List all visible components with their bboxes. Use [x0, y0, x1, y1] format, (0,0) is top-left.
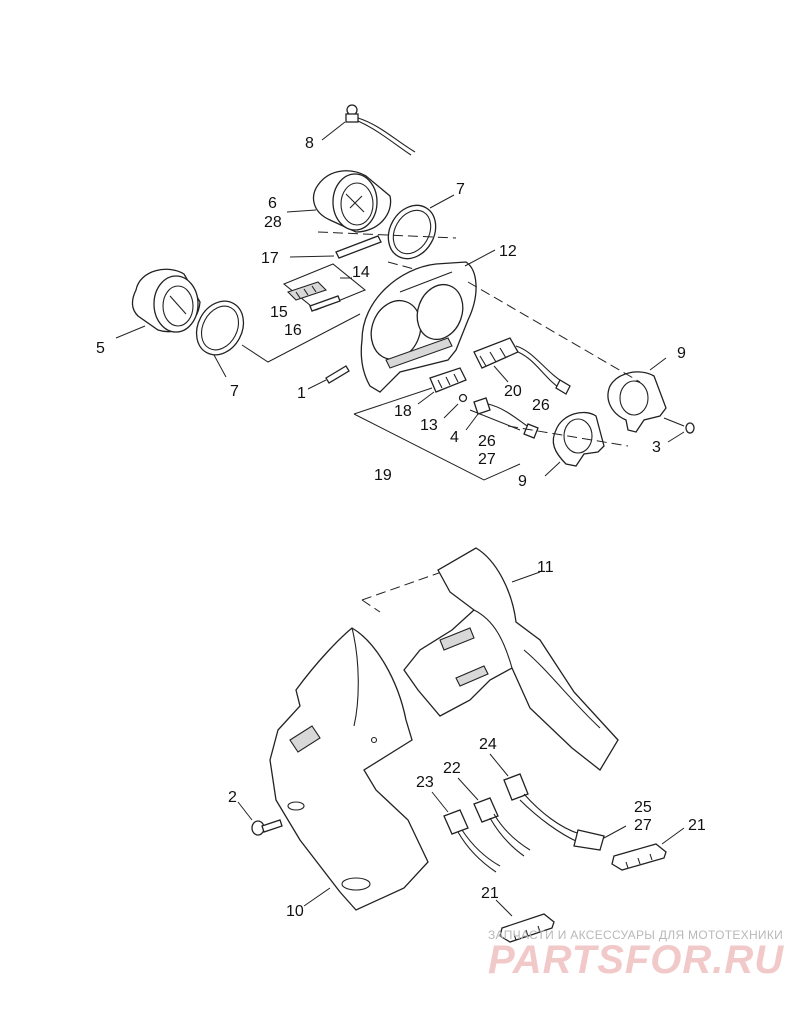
part-9-bracket-upper — [607, 357, 667, 433]
dashed-leader — [387, 261, 441, 277]
callout-8: 8 — [305, 135, 314, 152]
dashed-leader — [467, 281, 641, 383]
callout-13: 13 — [420, 417, 438, 434]
callout-12: 12 — [499, 243, 517, 260]
part-7-ring-upper — [387, 194, 455, 260]
watermark-text: ЗАПЧАСТИ И АКСЕССУАРЫ ДЛЯ МОТОТЕХНИКИ — [488, 928, 784, 942]
part-8-sensor — [321, 104, 416, 156]
part-23-switch — [431, 791, 501, 873]
part-25-leader — [603, 825, 627, 839]
callout-6: 6 — [268, 195, 277, 212]
callout-27-lower: 27 — [634, 817, 652, 834]
callout-22: 22 — [443, 760, 461, 777]
part-13-bulb — [443, 393, 468, 419]
callout-25: 25 — [634, 799, 652, 816]
part-21-clip-bottom — [495, 899, 555, 943]
callout-27-upper: 27 — [478, 451, 496, 468]
watermark-logo: PARTSFOR.RU — [488, 938, 785, 982]
part-7-ring-lower — [195, 300, 245, 378]
callout-7-lower: 7 — [230, 383, 239, 400]
callout-9-lower: 9 — [518, 473, 527, 490]
callout-15: 15 — [270, 304, 288, 321]
callout-21-right: 21 — [688, 817, 706, 834]
dashed-leader — [507, 425, 629, 447]
part-1-screw — [307, 365, 350, 390]
callout-2: 2 — [228, 789, 237, 806]
callout-9-upper: 9 — [677, 345, 686, 362]
callout-5: 5 — [96, 340, 105, 357]
part-11-inner-cover — [403, 547, 619, 771]
part-10-outer-fairing — [269, 627, 429, 911]
callout-17: 17 — [261, 250, 279, 267]
part-18-connector — [417, 367, 467, 405]
bracket-leader — [241, 313, 361, 363]
part-21-clip-right — [611, 827, 685, 871]
part-2-screw — [237, 801, 283, 836]
callout-26-lower: 26 — [478, 433, 496, 450]
callout-24: 24 — [479, 736, 497, 753]
part-3-screw — [663, 417, 695, 443]
callout-16: 16 — [284, 322, 302, 339]
dashed-leader — [317, 231, 457, 239]
callout-10: 10 — [286, 903, 304, 920]
part-9-bracket-lower — [544, 411, 605, 477]
dashed-leader — [361, 599, 381, 613]
callout-26-upper: 26 — [532, 397, 550, 414]
part-14-kit-box — [282, 263, 367, 312]
part-22-switch — [457, 777, 531, 857]
callout-19: 19 — [374, 467, 392, 484]
part-24-switch-harness — [489, 753, 605, 851]
callout-23: 23 — [416, 774, 434, 791]
callout-28: 28 — [264, 214, 282, 231]
callout-18: 18 — [394, 403, 412, 420]
part-6-gauge — [286, 170, 392, 233]
part-4-lamp — [465, 397, 539, 439]
callout-14: 14 — [352, 264, 370, 281]
callout-20: 20 — [504, 383, 522, 400]
callout-4: 4 — [450, 429, 459, 446]
part-12-housing — [360, 249, 496, 393]
callout-1: 1 — [297, 385, 306, 402]
callout-21-bottom: 21 — [481, 885, 499, 902]
part-17-rod — [289, 235, 382, 259]
callout-11: 11 — [537, 559, 554, 576]
part-20-connector — [473, 337, 571, 395]
callout-7-upper: 7 — [456, 181, 465, 198]
part-5-gauge — [115, 268, 201, 339]
callout-3: 3 — [652, 439, 661, 456]
